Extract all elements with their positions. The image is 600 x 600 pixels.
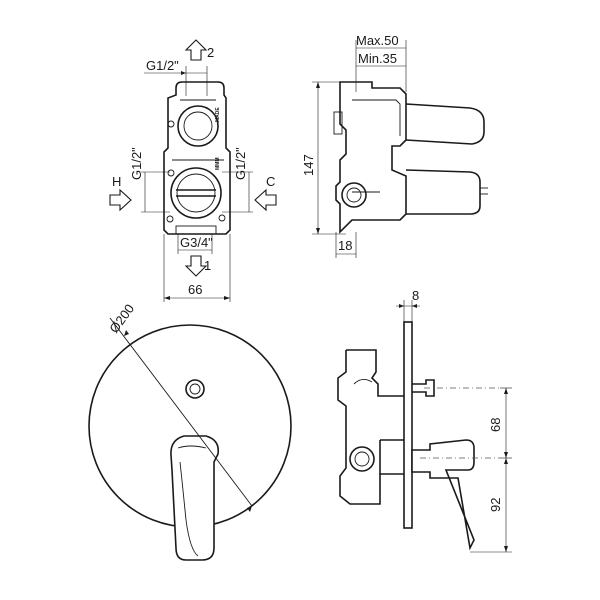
cold-inlet-label: C bbox=[266, 174, 275, 189]
valve-body-side-view bbox=[333, 81, 488, 234]
center-lines bbox=[420, 387, 500, 459]
height-dimension: 147 bbox=[301, 81, 346, 235]
thread-left-dimension: G1/2" bbox=[129, 147, 170, 213]
hot-inlet-label: H bbox=[112, 174, 121, 189]
depth-max-label: Max.50 bbox=[356, 33, 399, 48]
outlet-1-arrow: 1 bbox=[184, 255, 211, 277]
cold-inlet-arrow: C bbox=[254, 174, 277, 212]
outlet-1-label: 1 bbox=[204, 258, 211, 273]
depth-min-label: Min.35 bbox=[358, 51, 397, 66]
thread-right-label: G1/2" bbox=[233, 147, 248, 180]
svg-text:MMM: MMM bbox=[215, 158, 221, 171]
outlet-2-label: 2 bbox=[207, 45, 214, 60]
vertical-dimensions: 68 92 bbox=[470, 387, 512, 553]
base-depth-label: 18 bbox=[338, 238, 352, 253]
thread-top-label: G1/2" bbox=[146, 58, 179, 73]
hot-inlet-arrow: H bbox=[109, 174, 132, 212]
thread-bottom-dimension: G3/4" bbox=[177, 234, 213, 254]
outlet-2-arrow: 2 bbox=[184, 39, 214, 61]
plate-thickness-label: 8 bbox=[412, 288, 419, 303]
depth-dimension: Max.50 Min.35 bbox=[355, 33, 407, 92]
width-dimension: 66 bbox=[163, 234, 231, 302]
width-label: 66 bbox=[188, 282, 202, 297]
base-depth-dimension: 18 bbox=[335, 232, 357, 258]
dim-lower-label: 92 bbox=[488, 498, 503, 512]
thread-right-dimension: G1/2" bbox=[222, 147, 253, 213]
thread-left-label: G1/2" bbox=[129, 147, 144, 180]
thread-top-dimension: G1/2" bbox=[144, 58, 208, 96]
svg-text:MADE: MADE bbox=[215, 107, 221, 122]
dim-upper-label: 68 bbox=[488, 418, 503, 432]
valve-body-front-view: MADE MMM bbox=[163, 81, 231, 235]
cover-plate-front-view bbox=[88, 324, 292, 561]
thread-bottom-label: G3/4" bbox=[180, 235, 213, 250]
height-label: 147 bbox=[301, 154, 316, 176]
plate-thickness-dimension: 8 bbox=[396, 288, 420, 322]
assembly-side-view bbox=[337, 321, 475, 551]
